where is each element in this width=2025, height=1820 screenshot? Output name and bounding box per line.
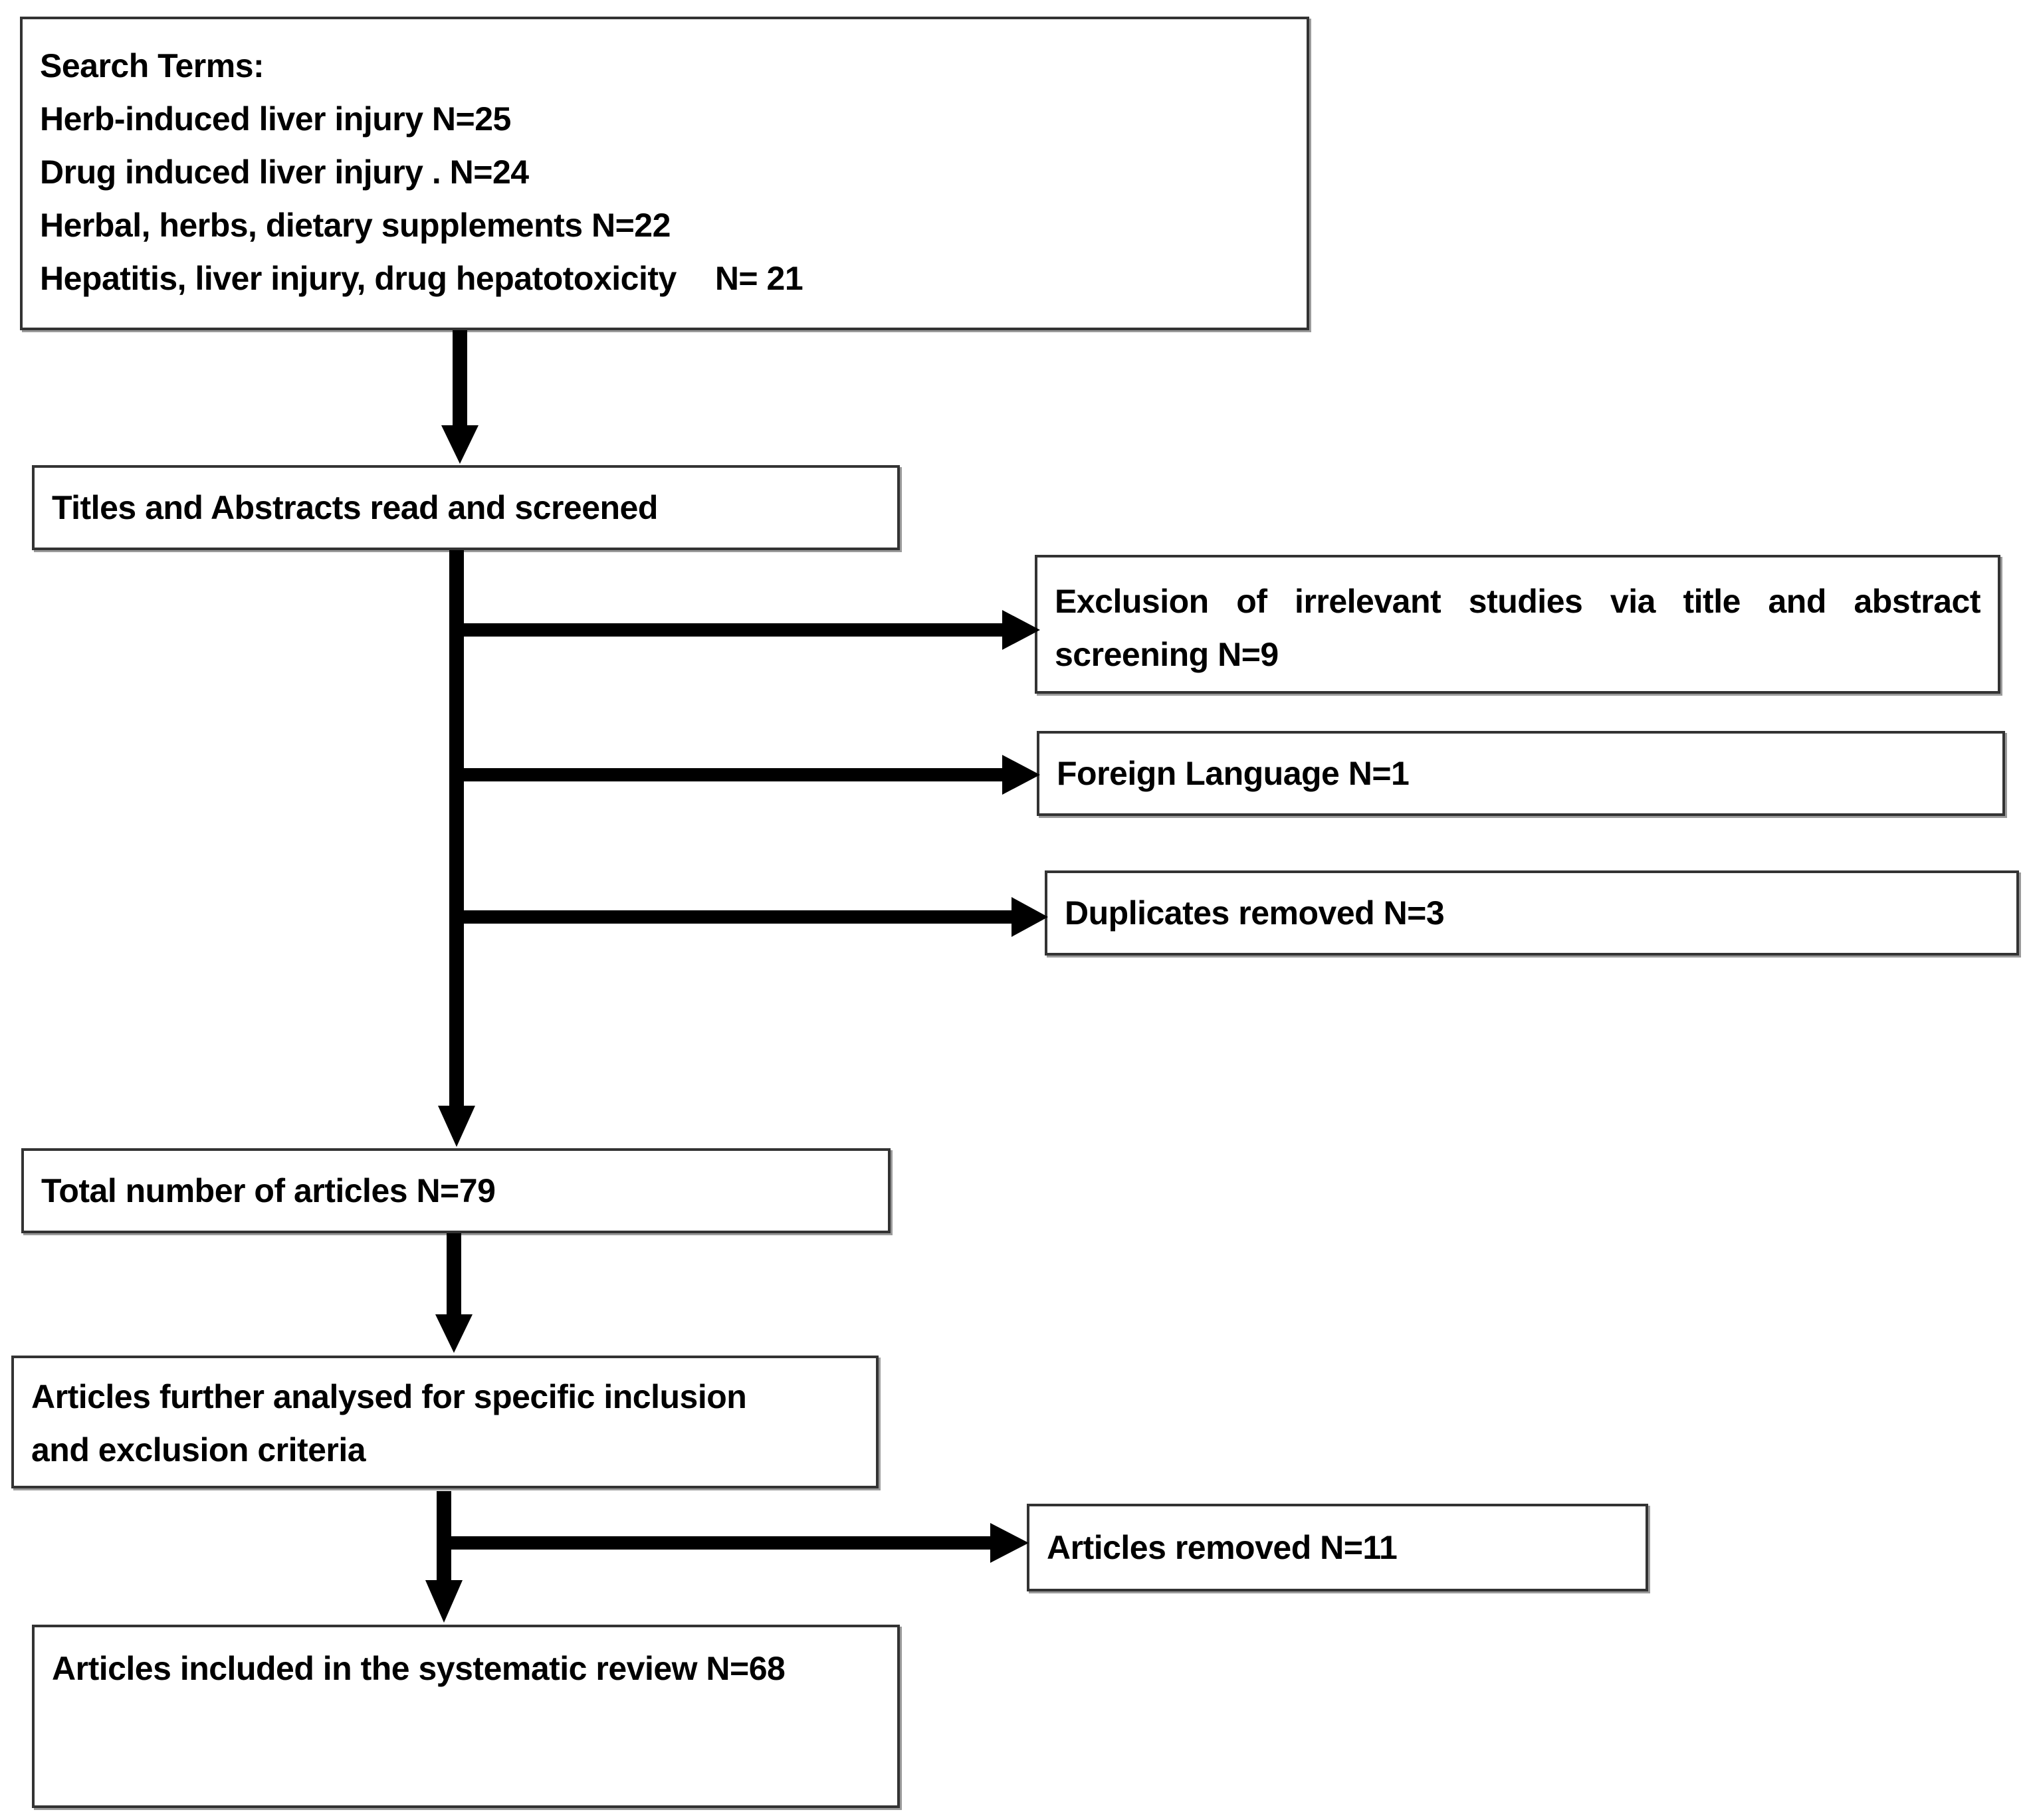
- search-term-count: N= 21: [714, 260, 803, 297]
- arrow-shaft: [449, 550, 464, 1108]
- arrow-head: [425, 1580, 463, 1623]
- arrow-head: [441, 425, 479, 464]
- arrow-head: [1002, 610, 1040, 650]
- arrow-shaft: [447, 1233, 461, 1320]
- analysis-box: Articles further analysed for specific i…: [11, 1356, 879, 1488]
- search-term: Hepatitis, liver injury, drug hepatotoxi…: [40, 252, 1289, 305]
- arrow-head: [1002, 755, 1040, 795]
- articles-included-box: Articles included in the systematic revi…: [32, 1625, 900, 1808]
- search-terms-box: Search Terms: Herb-induced liver injury …: [20, 17, 1309, 330]
- exclusion-box-irrelevant: Exclusion of irrelevant studies via titl…: [1035, 555, 2000, 694]
- screening-box-label: Titles and Abstracts read and screened: [52, 489, 658, 526]
- total-articles-box: Total number of articles N=79: [21, 1148, 891, 1233]
- arrow-head: [1012, 897, 1048, 937]
- analysis-label-line: Articles further analysed for specific i…: [31, 1378, 747, 1415]
- search-term: Herbal, herbs, dietary supplements N=22: [40, 207, 671, 244]
- exclusion-label: Duplicates removed N=3: [1065, 894, 1445, 932]
- articles-removed-label: Articles removed N=11: [1047, 1529, 1398, 1566]
- total-articles-label: Total number of articles N=79: [41, 1172, 496, 1209]
- arrow-head: [438, 1106, 475, 1147]
- arrow-shaft: [444, 1536, 996, 1550]
- screening-box: Titles and Abstracts read and screened: [32, 465, 900, 550]
- arrow-shaft: [453, 330, 467, 430]
- search-term: Drug induced liver injury . N=24: [40, 153, 529, 191]
- arrow-head: [990, 1523, 1029, 1563]
- exclusion-box-foreign-language: Foreign Language N=1: [1037, 731, 2005, 816]
- arrow-shaft: [456, 768, 1008, 781]
- arrow-head: [435, 1314, 473, 1353]
- articles-included-label: Articles included in the systematic revi…: [52, 1650, 786, 1687]
- search-term-label: Hepatitis, liver injury, drug hepatotoxi…: [40, 260, 677, 297]
- search-terms-heading: Search Terms:: [40, 47, 265, 84]
- analysis-label-line: and exclusion criteria: [31, 1431, 366, 1468]
- arrow-shaft: [456, 910, 1017, 924]
- exclusion-label: Exclusion of irrelevant studies via titl…: [1055, 583, 1981, 673]
- search-term: Herb-induced liver injury N=25: [40, 100, 511, 138]
- exclusion-label: Foreign Language N=1: [1057, 755, 1410, 792]
- arrow-shaft: [456, 623, 1008, 637]
- exclusion-box-duplicates: Duplicates removed N=3: [1045, 870, 2019, 956]
- articles-removed-box: Articles removed N=11: [1027, 1504, 1648, 1591]
